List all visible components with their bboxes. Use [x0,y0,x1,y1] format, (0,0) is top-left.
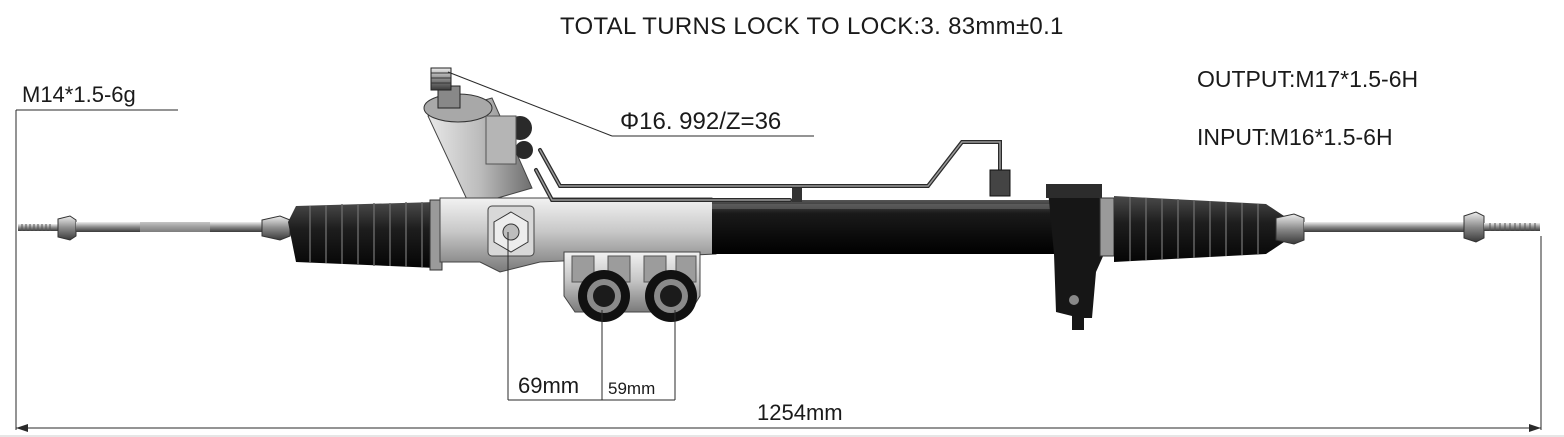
rack-tube [712,200,1060,254]
mount-dimension-59-label: 59mm [608,379,656,398]
overall-length-label: 1254mm [757,400,843,425]
left-thread-spec-label: M14*1.5-6g [22,82,136,107]
right-bellows-boot [1114,196,1290,262]
pinion-valve-housing [423,67,533,207]
left-bushing [578,270,630,322]
left-bellows-boot [288,199,443,271]
right-tie-rod [1275,211,1540,245]
right-bushing [645,270,697,322]
output-thread-label: OUTPUT:M17*1.5-6H [1197,66,1419,92]
dimension-lines [15,71,1542,432]
mounting-bracket [563,251,701,322]
hydraulic-lines [534,140,1011,202]
input-thread-label: INPUT:M16*1.5-6H [1197,124,1393,150]
pinion-spec-label: Φ16. 992/Z=36 [620,108,782,135]
steering-rack-assembly [18,67,1540,330]
right-mount-clamp [1046,184,1115,330]
mount-dimension-69-label: 69mm [518,373,580,398]
left-tie-rod [18,215,291,241]
lock-to-lock-title: TOTAL TURNS LOCK TO LOCK:3. 83mm±0.1 [560,13,1064,40]
